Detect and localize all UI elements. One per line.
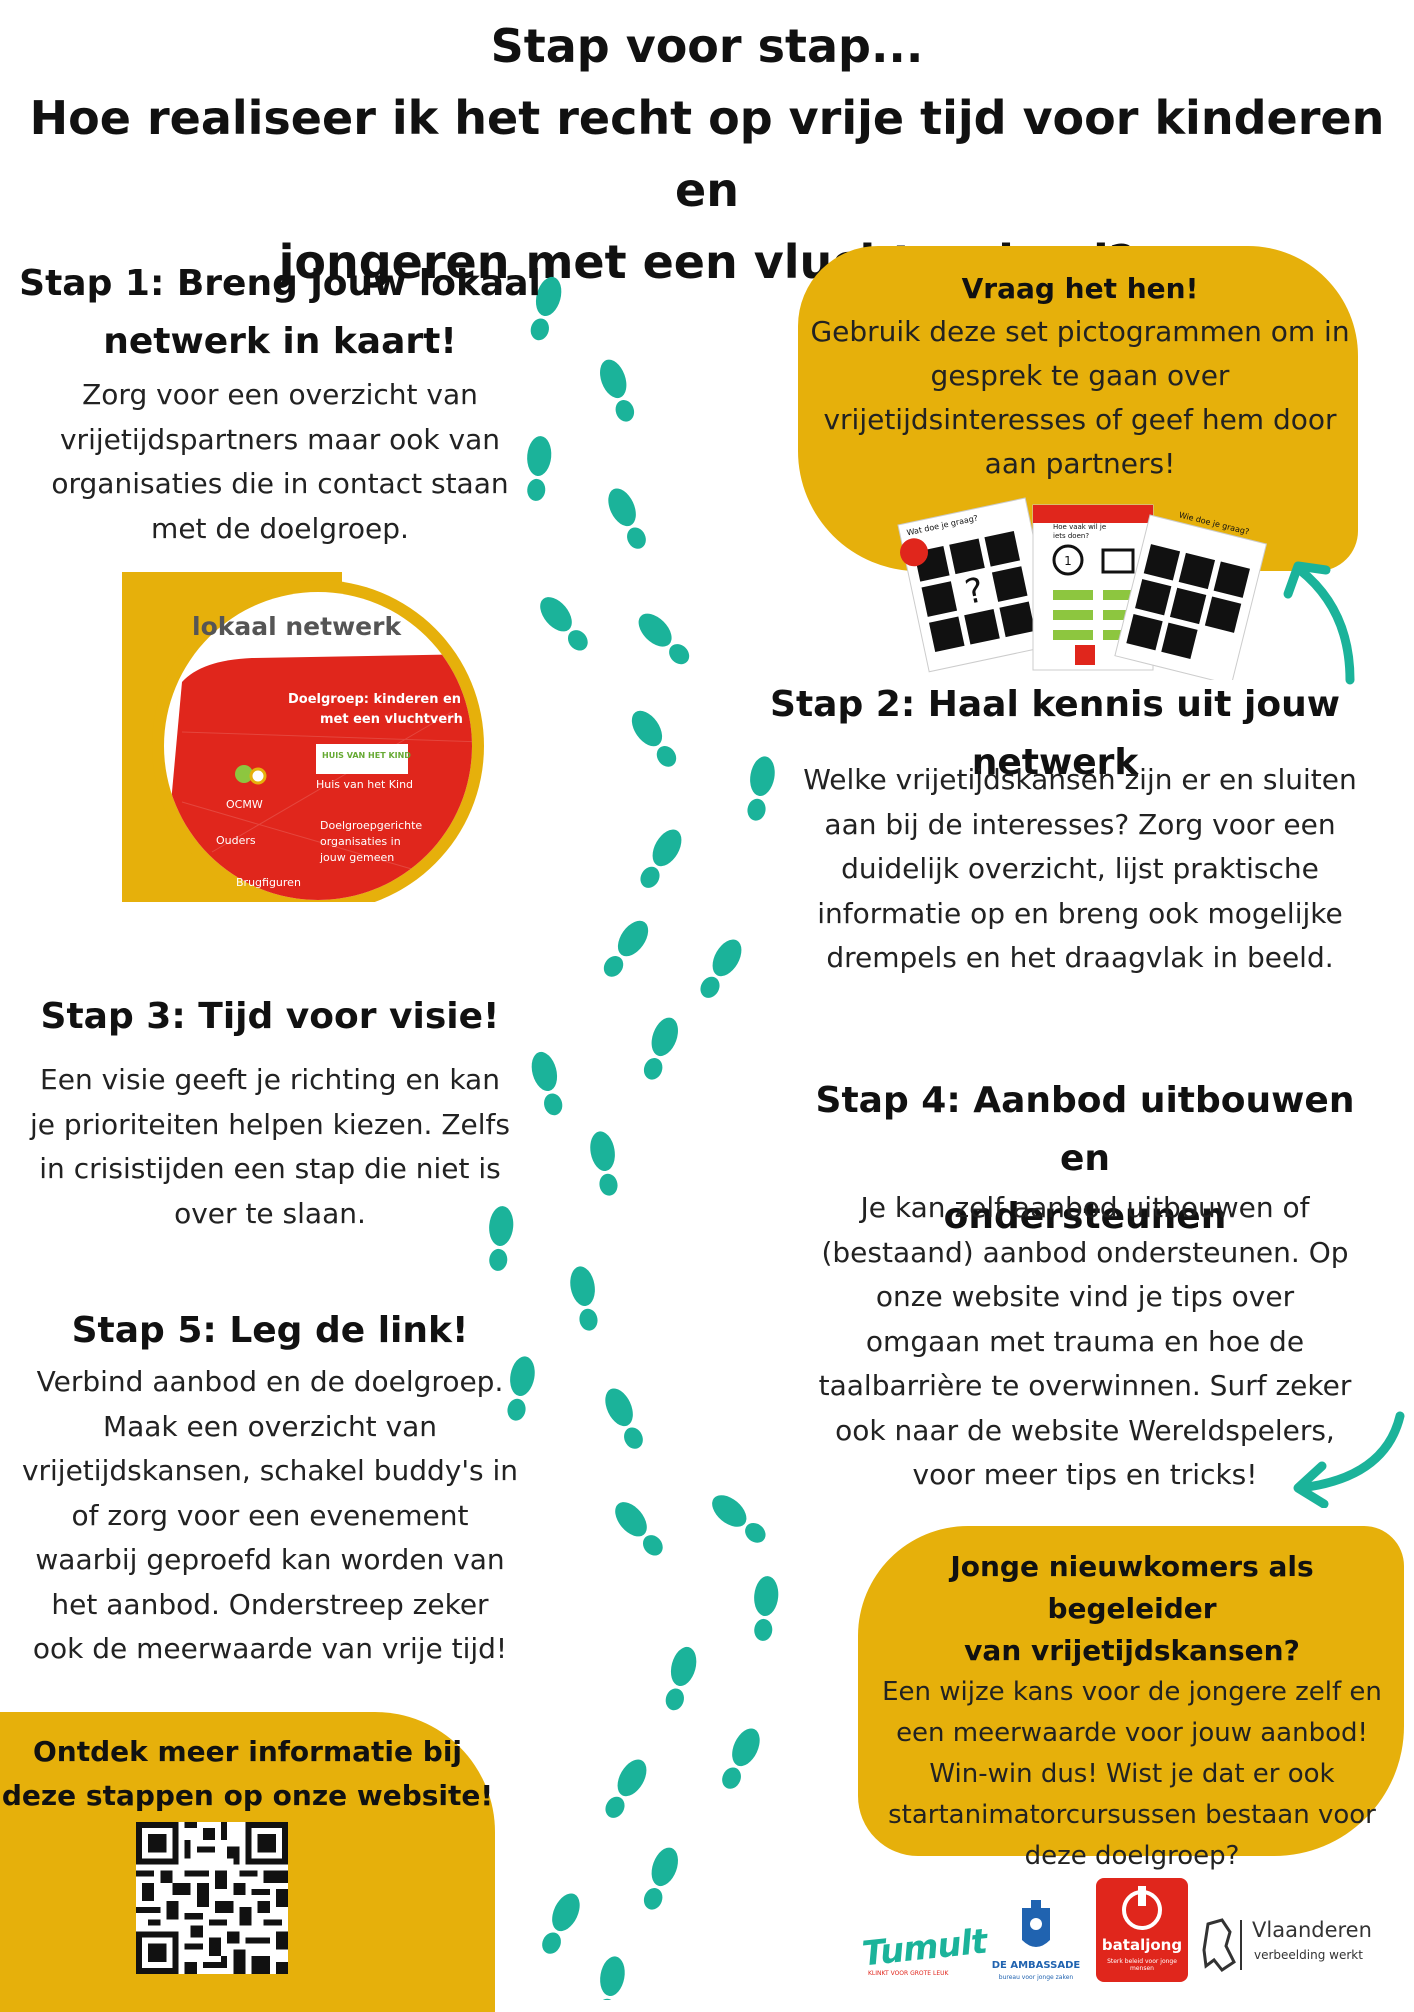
- lion-icon: [1202, 1918, 1236, 1973]
- step4-heading: Stap 4: Aanbod uitbouwen en ondersteunen: [815, 1080, 1355, 1237]
- qr-code[interactable]: [136, 1822, 288, 1974]
- svg-text:1: 1: [1064, 554, 1072, 568]
- curved-arrow-left-icon: [1293, 1411, 1405, 1508]
- network-target: Doelgroep: kinderen en met een vluchtver…: [288, 692, 463, 727]
- step3-body: Een visie geeft je richting en kan je pr…: [30, 1063, 510, 1230]
- step1-heading: Stap 1: Breng jouw lokaal netwerk in kaa…: [19, 263, 541, 362]
- step2-section: Stap 2: Haal kennis uit jouw netwerk: [700, 676, 1410, 792]
- newcomers-box-content: Jonge nieuwkomers als begeleider van vri…: [862, 1546, 1402, 1877]
- step3-section: Stap 3: Tijd voor visie! Een visie geeft…: [10, 988, 530, 1236]
- title-line-1: Stap voor stap...: [490, 19, 924, 73]
- ouders-label: Ouders: [216, 834, 256, 847]
- picto-card-2-title: Hoe vaak wil je iets doen?: [1053, 523, 1107, 540]
- step2-heading: Stap 2: Haal kennis uit jouw netwerk: [770, 684, 1340, 783]
- network-image: lokaal netwerk Doelgroep: kinderen en me…: [122, 572, 502, 902]
- tumult-logo: Tumult KLINKT VOOR GROTE LEUK: [860, 1921, 989, 1977]
- website-box-text: Ontdek meer informatie bij deze stappen …: [1, 1735, 494, 1812]
- curved-arrow-icon: [1283, 561, 1355, 685]
- huis-label: Huis van het Kind: [316, 778, 414, 791]
- title-line-2: Hoe realiseer ik het recht op vrije tijd…: [29, 91, 1385, 217]
- newcomers-heading: Jonge nieuwkomers als begeleider van vri…: [950, 1550, 1314, 1667]
- network-title: lokaal netwerk: [192, 612, 402, 641]
- newcomers-body: Een wijze kans voor de jongere zelf en e…: [882, 1677, 1382, 1871]
- brug-label: Brugfiguren: [236, 876, 301, 889]
- step4-body: Je kan zelf aanbod uitbouwen of (bestaan…: [818, 1191, 1352, 1491]
- step1-section: Stap 1: Breng jouw lokaal netwerk in kaa…: [10, 255, 550, 551]
- org-label: Doelgroepgerichte organisaties in jouw g…: [320, 819, 423, 864]
- step4-section: Stap 4: Aanbod uitbouwen en ondersteunen: [800, 1072, 1370, 1246]
- vlaanderen-logo: Vlaanderen verbeelding werkt: [1200, 1912, 1400, 1982]
- ask-box-body: Gebruik deze set pictogrammen om in gesp…: [810, 315, 1350, 480]
- ocmw-label: OCMW: [226, 798, 263, 811]
- ask-box-heading: Vraag het hen!: [961, 272, 1199, 305]
- step3-heading: Stap 3: Tijd voor visie!: [40, 996, 500, 1037]
- step2-body: Welke vrijetijdskansen zijn er en sluite…: [803, 763, 1357, 974]
- ask-box-content: Vraag het hen! Gebruik deze set pictogra…: [800, 268, 1360, 486]
- step5-heading: Stap 5: Leg de link!: [71, 1310, 469, 1351]
- picto-cards-image: ? 1 Wat doe je graag? Hoe vaak wil je ie…: [888, 495, 1278, 680]
- step5-body: Verbind aanbod en de doelgroep. Maak een…: [21, 1365, 519, 1665]
- bataljong-logo: bataljong Sterk beleid voor jonge mensen: [1096, 1878, 1188, 1982]
- ambassade-logo: DE AMBASSADE bureau voor jonge zaken: [986, 1898, 1086, 1990]
- newcomers-box: [858, 1526, 1404, 1856]
- page-title: Stap voor stap... Hoe realiseer ik het r…: [0, 10, 1414, 298]
- step1-body: Zorg voor een overzicht van vrijetijdspa…: [51, 378, 509, 545]
- huis-logo: HUIS VAN HET KIND: [322, 751, 411, 760]
- step5-section: Stap 5: Leg de link! Verbind aanbod en d…: [10, 1302, 530, 1672]
